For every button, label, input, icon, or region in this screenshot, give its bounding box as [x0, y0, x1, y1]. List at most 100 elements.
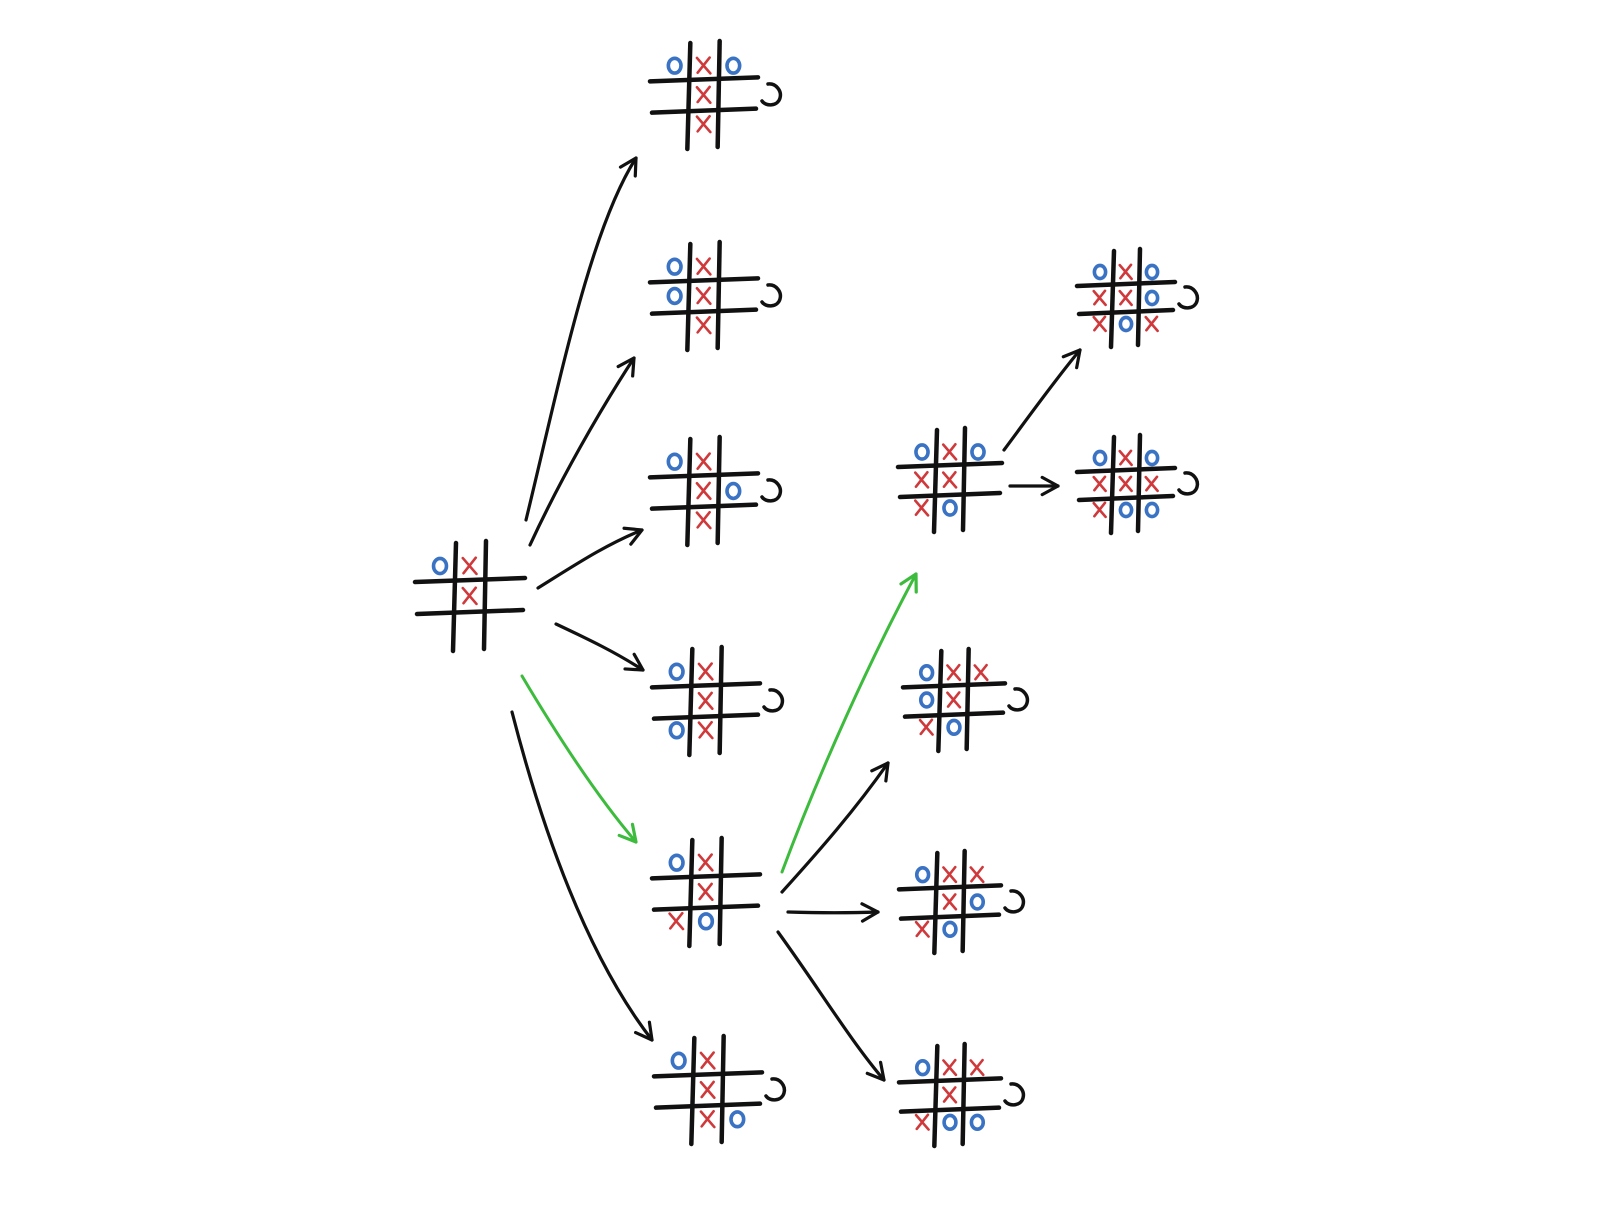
o-mark-icon [914, 1058, 931, 1077]
grid-line [931, 427, 940, 535]
grid-line [715, 38, 722, 150]
terminal-loop-icon [1003, 1082, 1026, 1107]
o-mark-icon [1144, 289, 1160, 307]
board-a1 [647, 38, 783, 152]
edge-root-to-a3 [536, 526, 644, 590]
arrowhead-icon [622, 526, 644, 546]
o-mark-icon [970, 443, 986, 461]
board-a4 [649, 644, 785, 758]
o-mark-icon [914, 443, 930, 461]
x-mark-icon [697, 662, 714, 681]
x-mark-icon [942, 865, 958, 884]
o-mark-icon [666, 452, 683, 471]
grid-line [649, 106, 759, 115]
grid-line [715, 434, 722, 546]
grid-line [687, 837, 695, 949]
grid-line [1135, 246, 1143, 348]
x-mark-icon [1092, 501, 1107, 519]
edge-b1-to-c2 [1008, 475, 1060, 497]
o-mark-icon [1092, 449, 1108, 467]
grid-line [414, 607, 526, 617]
o-mark-icon [431, 556, 449, 576]
board-b3 [896, 848, 1026, 956]
grid-line [651, 903, 761, 912]
grid-line [895, 460, 1005, 470]
o-mark-icon [666, 257, 683, 276]
grid-line [651, 712, 761, 721]
x-mark-icon [914, 920, 930, 938]
edge-a5-to-b4 [776, 930, 886, 1082]
o-mark-icon [1144, 501, 1160, 519]
grid-line [898, 912, 1002, 921]
x-mark-icon [913, 498, 930, 517]
x-mark-icon [969, 1058, 985, 1077]
o-mark-icon [942, 499, 958, 517]
edge-a5-to-b1 [780, 572, 918, 874]
terminal-loop-icon [1177, 285, 1200, 310]
grid-line [932, 1043, 940, 1149]
o-mark-icon [1144, 449, 1160, 467]
grid-line [960, 1041, 967, 1147]
arrow-line [554, 622, 645, 672]
o-mark-icon [1092, 263, 1108, 281]
board-root [412, 538, 528, 654]
grid-line [960, 425, 968, 533]
grid-line [647, 276, 761, 285]
terminal-loop-icon [760, 283, 783, 308]
grid-line [902, 710, 1006, 719]
o-mark-icon [670, 1051, 687, 1070]
grid-line [649, 307, 759, 316]
terminal-loop-icon [760, 478, 783, 503]
arrowhead-icon [899, 572, 918, 594]
x-mark-icon [914, 1113, 930, 1131]
x-mark-icon [973, 663, 989, 682]
arrowhead-icon [617, 822, 638, 844]
grid-line [900, 681, 1008, 690]
o-mark-icon [725, 481, 742, 501]
x-mark-icon [942, 1058, 958, 1077]
x-mark-icon [695, 510, 712, 530]
x-mark-icon [946, 663, 962, 682]
o-mark-icon [666, 56, 683, 75]
arrow-line [786, 910, 880, 915]
x-mark-icon [697, 882, 714, 902]
x-mark-icon [695, 257, 712, 276]
o-mark-icon [668, 853, 685, 872]
o-mark-icon [666, 286, 683, 306]
x-mark-icon [695, 114, 712, 134]
x-mark-icon [969, 865, 985, 884]
edges-layer [510, 156, 1082, 1082]
o-mark-icon [918, 663, 935, 682]
board-b1 [895, 425, 1005, 535]
grid-line [719, 1033, 726, 1145]
x-mark-icon [697, 853, 714, 872]
edge-root-to-a2 [528, 356, 636, 547]
o-mark-icon [942, 920, 958, 939]
o-mark-icon [914, 865, 931, 884]
o-mark-icon [1144, 263, 1160, 281]
x-mark-icon [695, 286, 712, 306]
o-mark-icon [725, 56, 742, 75]
o-mark-icon [1118, 315, 1134, 333]
o-mark-icon [668, 662, 685, 681]
o-mark-icon [969, 893, 986, 911]
x-mark-icon [695, 85, 712, 105]
board-a5 [649, 835, 763, 949]
grid-line [412, 575, 528, 585]
grid-line [647, 471, 761, 480]
x-mark-icon [913, 470, 930, 489]
grid-line [1074, 279, 1178, 289]
arrow-line [520, 674, 638, 844]
x-mark-icon [1092, 289, 1107, 307]
grid-line [1108, 434, 1117, 536]
arrowhead-icon [1040, 475, 1060, 497]
terminal-loop-icon [1003, 889, 1026, 914]
x-mark-icon [461, 586, 478, 606]
o-mark-icon [668, 721, 685, 740]
o-mark-icon [969, 1113, 986, 1132]
x-mark-icon [699, 1080, 716, 1100]
grid-line [649, 681, 763, 690]
x-mark-icon [1144, 475, 1159, 493]
arrow-line [780, 572, 918, 874]
